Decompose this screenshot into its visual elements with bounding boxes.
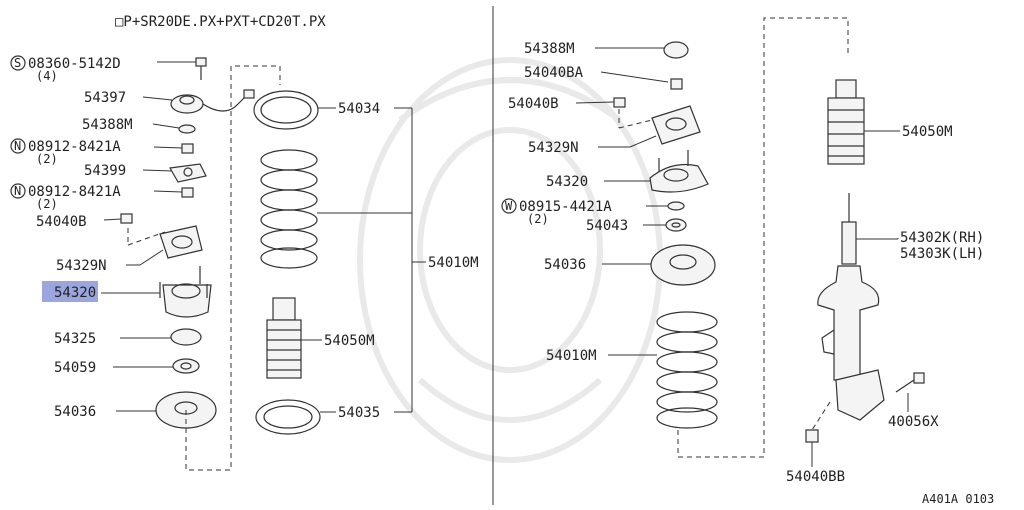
cap-54388M-right[interactable] xyxy=(663,41,689,59)
label-08912-b: 08912-8421A xyxy=(28,184,121,200)
nut-54040B-left[interactable] xyxy=(120,213,133,224)
label-54010M-right: 54010M xyxy=(546,348,597,364)
right-labels: 54388M 54040BA 54040B 54329N 54320 W 089… xyxy=(501,41,984,485)
label-54036-left: 54036 xyxy=(54,404,96,420)
label-54010M-left: 54010M xyxy=(428,255,479,271)
left-labels: S 08360-5142D (4) 54397 54388M N 08912-8… xyxy=(10,55,133,420)
mount-54397[interactable] xyxy=(170,89,255,114)
label-54036-right: 54036 xyxy=(544,257,586,273)
bump-stop-54050M-left[interactable] xyxy=(266,297,302,379)
label-54034: 54034 xyxy=(338,101,380,117)
middle-leaders xyxy=(301,107,426,413)
left-assembly xyxy=(120,57,255,429)
label-54040BB: 54040BB xyxy=(786,469,845,485)
label-54320-right: 54320 xyxy=(546,174,588,190)
insulator-54034[interactable] xyxy=(253,90,319,130)
watermark-emblem xyxy=(357,57,663,463)
washer-54043[interactable] xyxy=(665,218,687,232)
svg-text:(2): (2) xyxy=(527,212,549,226)
label-40056X: 40056X xyxy=(888,414,939,430)
strut-54302K-54303K[interactable] xyxy=(811,193,885,431)
svg-text:S: S xyxy=(14,56,21,70)
label-54040B-right: 54040B xyxy=(508,96,559,112)
nut-08912-b[interactable] xyxy=(181,187,194,198)
label-54320-left-highlighted[interactable]: 54320 xyxy=(54,285,96,301)
washer-08915-4421A[interactable] xyxy=(667,201,685,211)
svg-text:N: N xyxy=(14,184,21,198)
cap-54388M-left[interactable] xyxy=(178,124,196,134)
right-leaders xyxy=(575,47,909,467)
nut-08912-a[interactable] xyxy=(181,143,194,154)
middle-labels: 54034 54010M 54050M 54035 xyxy=(324,101,479,421)
header-title: □P+SR20DE.PX+PXT+CD20T.PX xyxy=(115,14,326,30)
label-54388M-left: 54388M xyxy=(82,117,133,133)
label-54303K: 54303K(LH) xyxy=(900,246,984,262)
nut-54040BA[interactable] xyxy=(670,78,683,90)
label-54050M-right: 54050M xyxy=(902,124,953,140)
label-54059: 54059 xyxy=(54,360,96,376)
middle-assembly xyxy=(185,65,321,471)
label-08915-4421A: 08915-4421A xyxy=(519,199,612,215)
washer-54059[interactable] xyxy=(172,358,200,374)
plate-54399[interactable] xyxy=(169,163,207,183)
label-54040BA: 54040BA xyxy=(524,65,584,81)
bolt-40056X[interactable] xyxy=(895,372,925,393)
label-54035: 54035 xyxy=(338,405,380,421)
label-54329N-left: 54329N xyxy=(56,258,107,274)
insulator-54035[interactable] xyxy=(255,399,321,435)
footer-code: A401A 0103 xyxy=(922,492,994,506)
bearing-54325[interactable] xyxy=(170,328,202,346)
label-54399: 54399 xyxy=(84,163,126,179)
label-54302K: 54302K(RH) xyxy=(900,230,984,246)
label-08360-5142D: 08360-5142D xyxy=(28,56,121,72)
mount-54320-left[interactable] xyxy=(159,266,212,318)
label-54050M-left: 54050M xyxy=(324,333,375,349)
svg-text:(2): (2) xyxy=(36,152,58,166)
seat-54036-right[interactable] xyxy=(650,244,716,286)
svg-text:W: W xyxy=(505,199,513,213)
label-54325: 54325 xyxy=(54,331,96,347)
left-leaders xyxy=(101,61,196,412)
highlight-54320 xyxy=(42,281,98,302)
bracket-54329N-left[interactable] xyxy=(159,225,203,259)
label-54040B-left: 54040B xyxy=(36,214,87,230)
spring-54010M-right[interactable] xyxy=(656,311,718,429)
label-54043: 54043 xyxy=(586,218,628,234)
nut-54040BB[interactable] xyxy=(805,429,819,443)
label-54397: 54397 xyxy=(84,90,126,106)
spring-54010M-left[interactable] xyxy=(260,149,318,269)
right-assembly xyxy=(613,17,925,458)
svg-text:N: N xyxy=(14,139,21,153)
bracket-54329N-right[interactable] xyxy=(651,105,701,145)
label-08912-a: 08912-8421A xyxy=(28,139,121,155)
mount-54320-right[interactable] xyxy=(649,150,709,193)
label-54388M-right: 54388M xyxy=(524,41,575,57)
bump-stop-54050M-right[interactable] xyxy=(827,79,865,165)
nut-54040B-right[interactable] xyxy=(613,97,626,108)
svg-text:(4): (4) xyxy=(36,69,58,83)
label-54329N-right: 54329N xyxy=(528,140,579,156)
bolt-08360-5142D[interactable] xyxy=(195,57,207,80)
svg-text:(2): (2) xyxy=(36,197,58,211)
